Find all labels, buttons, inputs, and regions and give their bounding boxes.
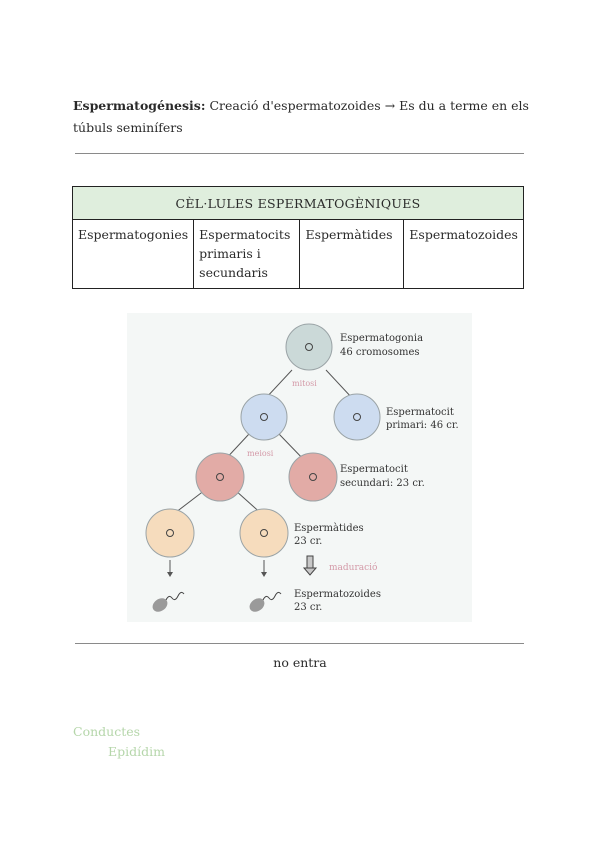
label-espermatides-1: Espermàtides xyxy=(294,523,364,534)
cell-secundari-right xyxy=(288,452,338,502)
arrowhead-right xyxy=(261,572,267,577)
label-secundari-2: secundari: 23 cr. xyxy=(340,478,425,489)
line-gonia-right xyxy=(325,369,354,400)
cell-primari-left xyxy=(240,393,288,441)
sperm-right-icon xyxy=(249,591,282,612)
table-cell-espermatozoides: Espermatozoides xyxy=(403,219,524,289)
intro-paragraph: Espermatogénesis: Creació d'espermatozoi… xyxy=(73,95,533,139)
table-cell-espermatocits: Espermatocits primaris i secundaris xyxy=(193,219,301,289)
label-espermatozoides-1: Espermatozoides xyxy=(294,589,381,600)
cell-espermatida-left xyxy=(145,508,195,558)
table-cell-espermatogonies: Espermatogonies xyxy=(71,219,195,289)
arrowhead-left xyxy=(167,572,173,577)
outline-item-epididim: Epidídim xyxy=(108,744,165,759)
label-espermatozoides-2: 23 cr. xyxy=(294,602,322,613)
nucleus-icon xyxy=(309,473,317,481)
divider-bottom xyxy=(75,643,524,644)
label-primari-2: primari: 46 cr. xyxy=(386,420,459,431)
divider-top xyxy=(75,153,524,154)
outline-item-conductes: Conductes xyxy=(73,724,141,739)
cell-espermatida-right xyxy=(239,508,289,558)
note-no-entra: no entra xyxy=(273,655,327,670)
spermatogenesis-diagram: Espermatogonia 46 cromosomes Espermatoci… xyxy=(127,313,472,622)
label-primari-1: Espermatocit xyxy=(386,407,454,418)
cell-primari-right xyxy=(333,393,381,441)
nucleus-icon xyxy=(353,413,361,421)
table-header: CÈL·LULES ESPERMATOGÈNIQUES xyxy=(72,186,524,220)
cell-secundari-left xyxy=(195,452,245,502)
label-espermatides-2: 23 cr. xyxy=(294,536,322,547)
nucleus-icon xyxy=(216,473,224,481)
nucleus-icon xyxy=(260,529,268,537)
intro-term: Espermatogénesis: xyxy=(73,98,206,113)
label-mitosi: mitosi xyxy=(292,379,317,388)
nucleus-icon xyxy=(305,343,313,351)
nucleus-icon xyxy=(260,413,268,421)
label-espermatogonia-2: 46 cromosomes xyxy=(340,347,420,358)
cells-table: CÈL·LULES ESPERMATOGÈNIQUES Espermatogon… xyxy=(71,186,524,289)
nucleus-icon xyxy=(166,529,174,537)
label-secundari-1: Espermatocit xyxy=(340,464,408,475)
table-cell-espermatides: Espermàtides xyxy=(299,219,405,289)
cell-espermatogonia xyxy=(285,323,333,371)
maturation-arrow-icon xyxy=(302,555,318,576)
table-row: Espermatogonies Espermatocits primaris i… xyxy=(71,219,524,289)
label-maduracio: maduració xyxy=(329,562,377,573)
intro-text: Creació d'espermatozoides → Es du a term… xyxy=(73,98,529,135)
sperm-left-icon xyxy=(152,591,185,612)
label-espermatogonia-1: Espermatogonia xyxy=(340,333,423,344)
label-meiosi: meiosi xyxy=(247,449,274,458)
